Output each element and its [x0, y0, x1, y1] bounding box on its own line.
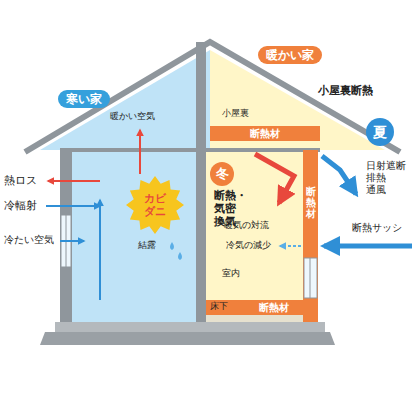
attic-insulation: [210, 126, 320, 141]
roof: [25, 42, 400, 152]
mold-mite-burst: カビ ダニ: [126, 176, 184, 234]
note-label: 暖気の対流: [224, 220, 269, 231]
node-text: 断熱材: [250, 128, 280, 140]
node-text: 冬: [216, 166, 229, 182]
insulation-band: 断熱材: [303, 152, 318, 252]
node-text: カビ ダニ: [144, 192, 166, 218]
cold-decrease-arrow: [280, 245, 301, 247]
insulation-band: 断熱材: [244, 300, 303, 315]
sash-frame: [310, 258, 311, 298]
note-label: 冷たい空気: [4, 234, 54, 246]
part-label: 床下: [210, 301, 228, 312]
warm-air-arrow: [139, 130, 141, 174]
node-text: 夏: [373, 124, 387, 141]
part-label: 暖かい空気: [110, 111, 155, 122]
house-tag: 寒い家: [58, 90, 110, 108]
warm-room: [206, 152, 303, 300]
convection-arrow: [255, 154, 294, 203]
cold-air-arrow: [60, 240, 84, 242]
season-circle: 冬: [210, 162, 234, 186]
node-text: 暖かい家: [266, 48, 314, 62]
note-label: 日射遮断 排熱 通風: [366, 160, 406, 196]
part-label: 小屋裏: [222, 108, 249, 119]
season-circle: 夏: [366, 118, 394, 146]
warm-attic: [210, 50, 385, 150]
divider-wall: [196, 42, 206, 325]
foundation: [55, 322, 325, 332]
cold-attic: [40, 50, 210, 150]
rising-air-arrow: [99, 200, 101, 300]
part-label: 室内: [222, 268, 240, 279]
node-text: 断熱材: [306, 186, 316, 219]
cold-radiation-arrow: [46, 205, 100, 207]
heat-loss-arrow: [48, 180, 100, 182]
water-drops: [170, 242, 182, 260]
burst-shape: [126, 176, 184, 234]
underfloor: [206, 315, 303, 322]
insulation-band: 断熱材: [210, 126, 320, 141]
note-label: 結露: [138, 240, 156, 251]
ceiling: [60, 148, 320, 152]
node-text: 寒い家: [66, 92, 102, 106]
cold-room: [72, 152, 196, 322]
ground: [40, 332, 335, 345]
note-label: 断熱サッシ: [352, 222, 402, 234]
sun-shade-arrow: [322, 156, 356, 194]
house-tag: 暖かい家: [258, 46, 322, 64]
note-label: 熱ロス: [4, 174, 37, 187]
left-wall: [60, 150, 72, 325]
sash-arrow: [324, 244, 412, 249]
note-label: 冷輻射: [4, 199, 37, 212]
node-text: 断熱材: [259, 302, 289, 314]
floor-insulation: [206, 300, 303, 315]
right-wall: [303, 150, 318, 325]
insulated-sash: [304, 258, 317, 298]
part-label: 小屋裏断熱: [318, 84, 373, 97]
note-label: 冷気の減少: [226, 240, 271, 251]
